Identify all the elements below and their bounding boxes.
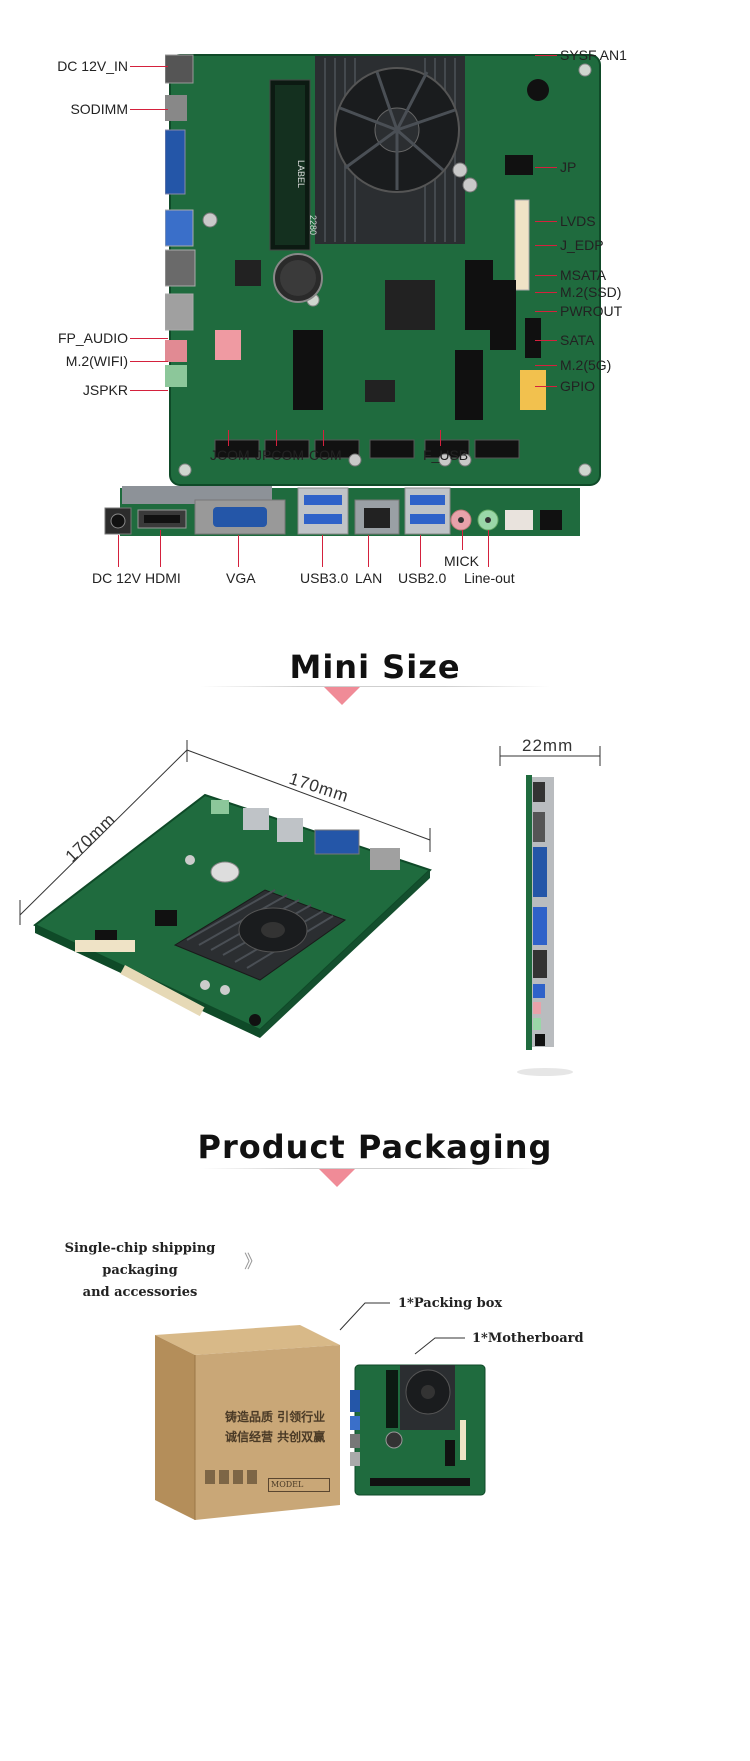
callout-m2-wifi: M.2(WIFI) — [65, 353, 128, 369]
leader-m2-5g — [535, 365, 557, 366]
leader-sysfan — [535, 55, 557, 56]
leader-j-edp — [535, 245, 557, 246]
leader-jspkr — [130, 390, 168, 391]
mini-size-triangle — [324, 687, 360, 705]
box-model-field: MODEL — [268, 1478, 330, 1492]
leader-m2-wifi — [130, 361, 168, 362]
packaging-intro: Single-chip shipping packaging and acces… — [30, 1238, 250, 1304]
callout-gpio: GPIO — [560, 378, 596, 394]
rear-io-panel — [104, 486, 580, 536]
box-slogan-line2: 诚信经营 共创双赢 — [225, 1430, 326, 1444]
packaging-intro-line2: and accessories — [82, 1285, 198, 1300]
motherboard-package-image — [350, 1364, 486, 1496]
callout-sata: SATA — [560, 332, 595, 348]
motherboard-isometric-view — [19, 740, 432, 1038]
callout-com: COM — [309, 447, 342, 463]
leader-io-mick — [462, 530, 463, 550]
leader-fp-audio — [130, 338, 168, 339]
packing-box-label: 1*Packing box — [398, 1296, 503, 1311]
io-label-dc12v: DC 12V — [92, 570, 142, 586]
callout-fp-audio: FP_AUDIO — [57, 330, 128, 346]
leader-io-vga — [238, 535, 239, 567]
mini-size-rule — [200, 686, 550, 687]
callout-dc12v-in: DC 12V_IN — [57, 58, 128, 74]
leader-io-usb3 — [322, 535, 323, 567]
callout-m2-ssd: M.2(SSD) — [560, 284, 622, 300]
packaging-triangle — [319, 1169, 355, 1187]
io-label-vga: VGA — [226, 570, 256, 586]
io-label-lan: LAN — [355, 570, 383, 586]
callout-jp: JP — [560, 159, 577, 175]
double-chevron-icon: 》 — [244, 1252, 262, 1272]
callout-m2-5g: M.2(5G) — [560, 357, 612, 373]
mini-size-title: Mini Size — [289, 648, 461, 686]
dim-height-label: 22mm — [522, 736, 574, 755]
packaging-title: Product Packaging — [197, 1128, 553, 1166]
io-label-usb3: USB3.0 — [300, 570, 349, 586]
leader-com — [323, 430, 324, 446]
leader-io-lan — [368, 535, 369, 567]
callout-j-edp: J_EDP — [560, 237, 604, 253]
leader-m2-ssd — [535, 292, 557, 293]
2280-silkscreen: 2280 — [308, 215, 318, 235]
packaging-intro-line1: Single-chip shipping packaging — [64, 1241, 216, 1278]
callout-msata: MSATA — [560, 267, 607, 283]
callout-lvds: LVDS — [560, 213, 596, 229]
leader-dc12v-in — [130, 66, 168, 67]
io-label-lineout: Line-out — [464, 570, 515, 586]
callout-sysfan: SYSF AN1 — [560, 47, 627, 63]
callout-jspkr: JSPKR — [82, 382, 128, 398]
motherboard-side-view — [499, 746, 601, 1076]
leader-jcom — [228, 430, 229, 446]
leader-io-dc12v — [118, 535, 119, 567]
leader-f-usb — [440, 430, 441, 446]
label-silkscreen: LABEL — [296, 160, 306, 188]
certification-icons — [205, 1470, 261, 1484]
packaging-callout-lines — [339, 1302, 465, 1355]
leader-io-hdmi — [160, 530, 161, 567]
motherboard-top-view: LABEL 2280 — [165, 54, 601, 486]
leader-jp — [535, 167, 557, 168]
motherboard-item-label: 1*Motherboard — [472, 1331, 584, 1346]
leader-pwrout — [535, 311, 557, 312]
callout-jcom: JCOM — [210, 447, 250, 463]
leader-gpio — [535, 386, 557, 387]
callout-pwrout: PWROUT — [560, 303, 623, 319]
leader-lvds — [535, 221, 557, 222]
io-label-usb2: USB2.0 — [398, 570, 447, 586]
callout-sodimm: SODIMM — [70, 101, 128, 117]
callout-f-usb: F_USB — [423, 447, 469, 463]
box-slogan-line1: 铸造品质 引领行业 — [225, 1410, 326, 1424]
io-label-mick: MICK — [444, 553, 479, 569]
leader-io-lineout — [488, 530, 489, 567]
leader-io-usb2 — [420, 535, 421, 567]
leader-sata — [535, 340, 557, 341]
leader-sodimm — [130, 109, 168, 110]
io-label-hdmi: HDMI — [145, 570, 181, 586]
packaging-rule — [200, 1168, 550, 1169]
packing-box-image — [155, 1325, 340, 1520]
callout-jpcom: JPCOM — [255, 447, 304, 463]
leader-jpcom — [276, 430, 277, 446]
leader-msata — [535, 275, 557, 276]
